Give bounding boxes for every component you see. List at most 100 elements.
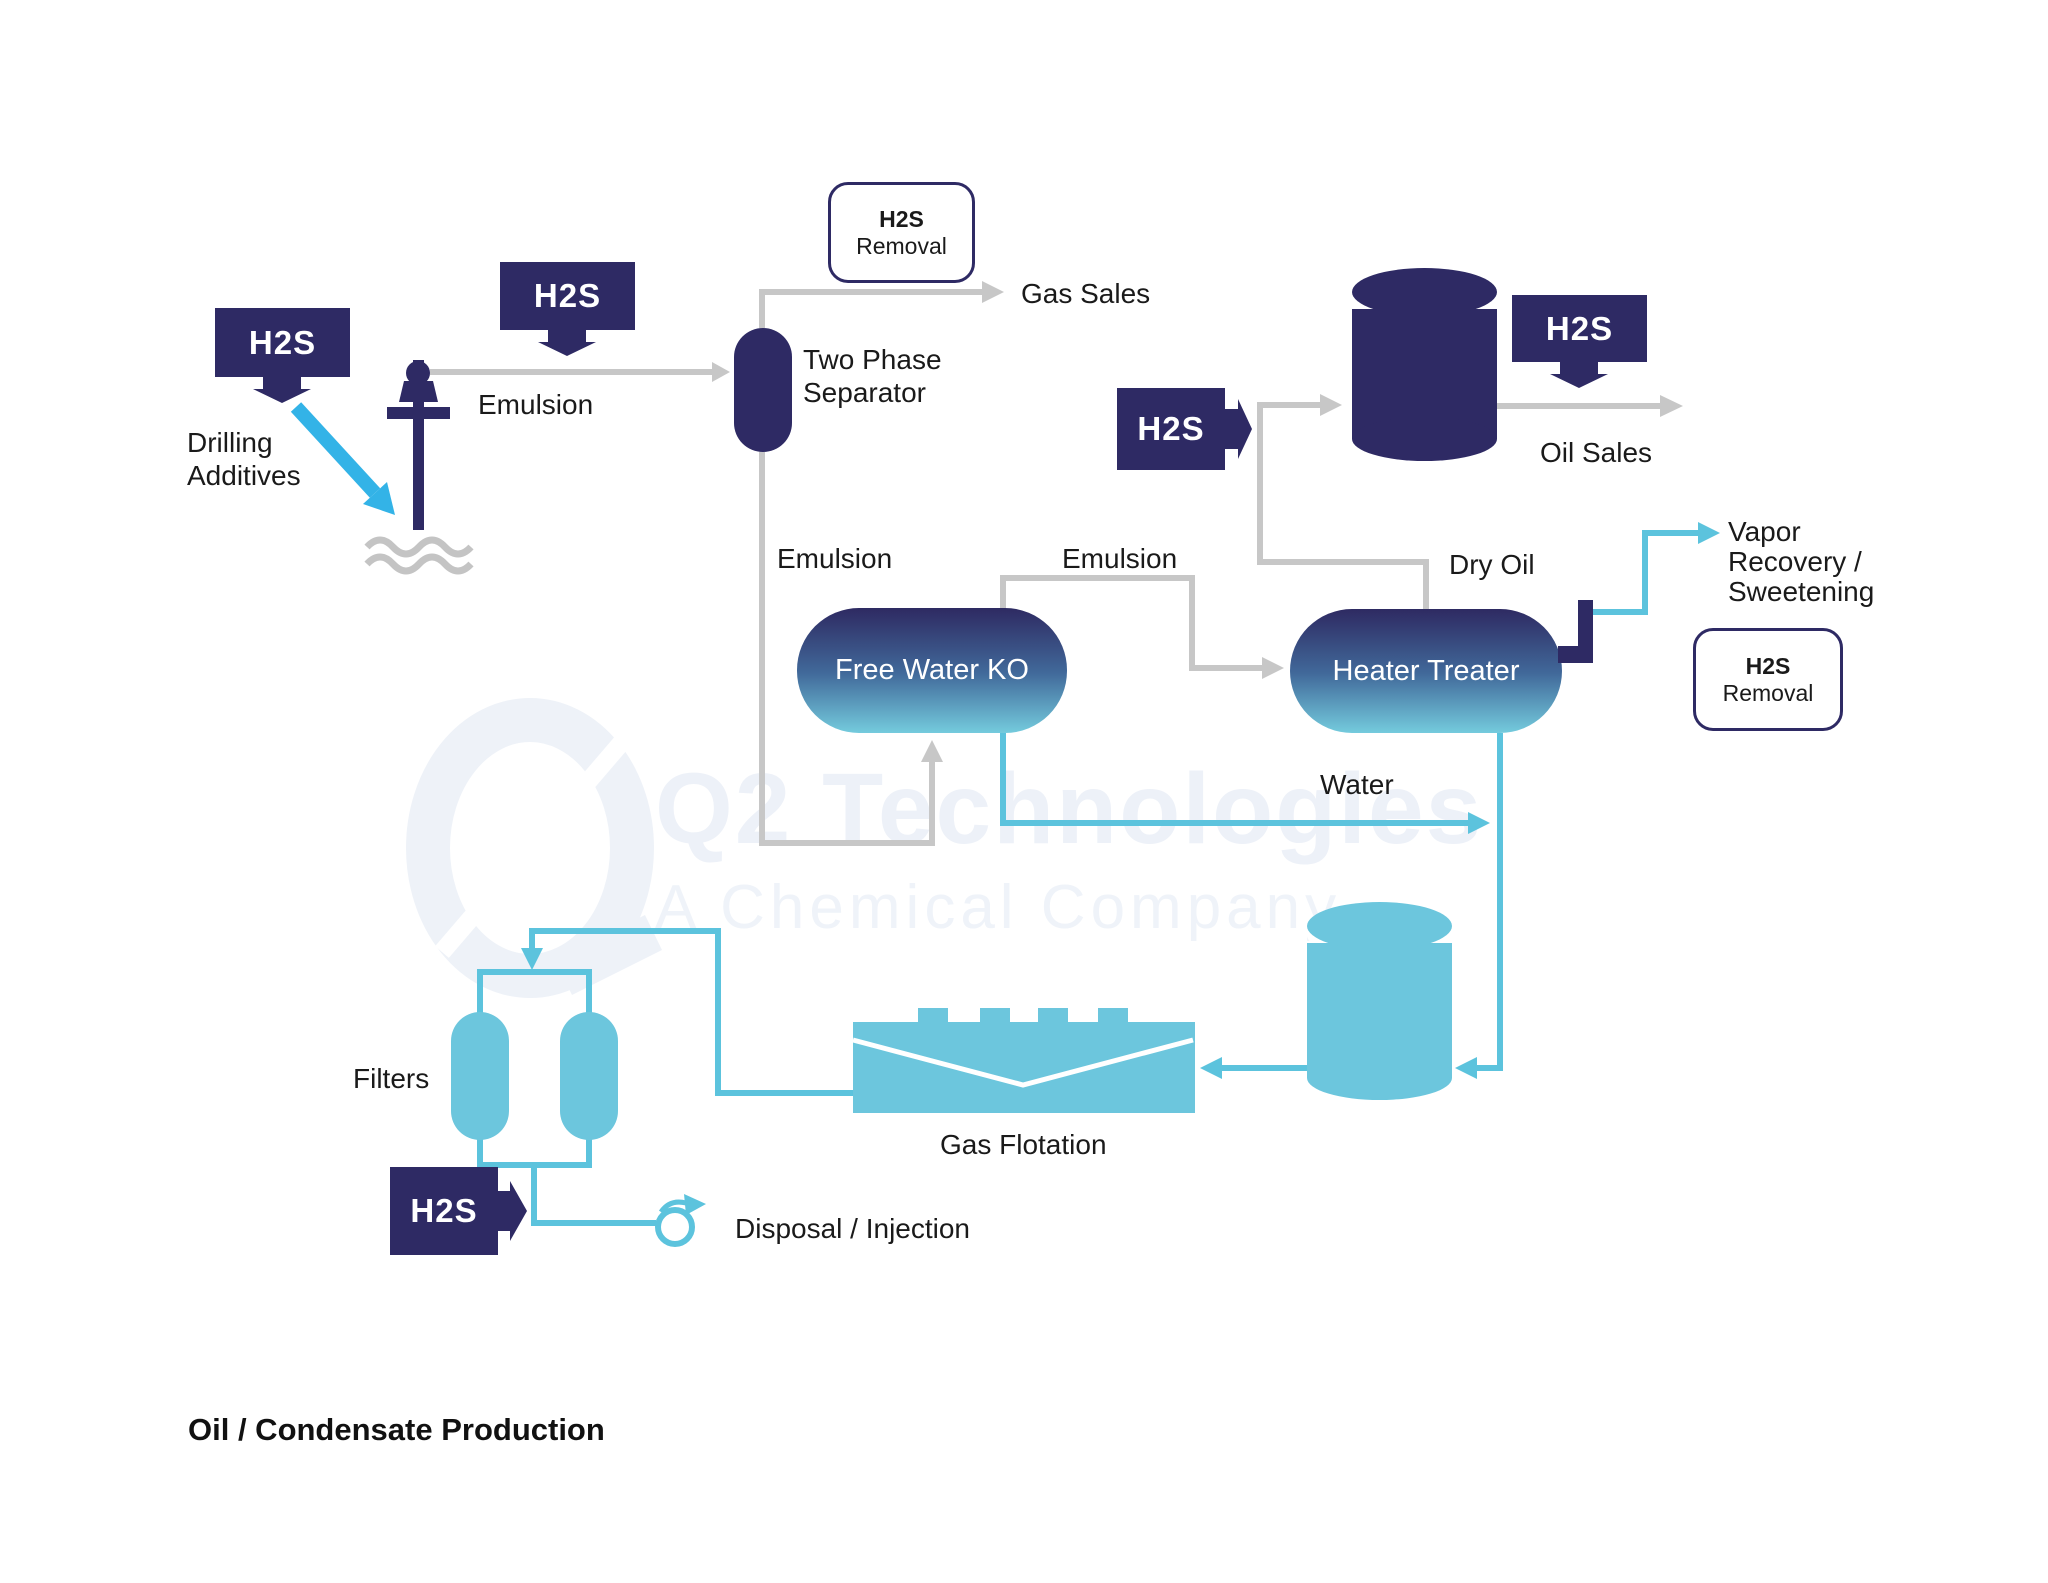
flotation-nub: [1038, 1008, 1068, 1022]
water-tank-bottom: [1307, 1056, 1452, 1100]
drilling-arrowhead-icon: [363, 482, 395, 515]
watermark-tagline: A Chemical Company: [655, 873, 1342, 942]
h2s-badge-well: H2S: [215, 308, 350, 377]
label-disposal-injection: Disposal / Injection: [735, 1213, 971, 1244]
arrowhead-into-flotation-icon: [1200, 1057, 1222, 1079]
free-water-ko-label: Free Water KO: [835, 654, 1029, 686]
wave-bottom: [364, 553, 474, 575]
vapor-label-line2: Recovery /: [1728, 546, 1862, 577]
filter-capsule-right: [560, 1012, 618, 1140]
line-filters-to-disposal: [531, 1165, 656, 1226]
flotation-nub: [980, 1008, 1010, 1022]
vapor-label-line1: Vapor: [1728, 516, 1801, 547]
wave-top: [364, 536, 474, 558]
h2s-badge-filters: H2S: [390, 1167, 498, 1255]
separator-label-line2: Separator: [803, 377, 926, 408]
line-flotation-to-filters: [529, 928, 853, 1096]
water-tank-body: [1307, 943, 1452, 1078]
drilling-label-line1: Drilling: [187, 427, 273, 458]
drilling-additives-arrow-icon: [290, 402, 395, 515]
separator-label-line1: Two Phase: [803, 344, 942, 375]
arrowhead-into-filters-icon: [521, 948, 543, 970]
arrowhead-water-icon: [1468, 812, 1490, 834]
pump-arrowhead-icon: [684, 1194, 706, 1215]
h2s-emulsion-down-arrow-icon: [538, 330, 596, 356]
line-heater-treater-to-water-tank: [1477, 733, 1503, 1071]
label-emulsion-well: Emulsion: [478, 389, 594, 420]
h2s-badge-emulsion-line: H2S: [500, 262, 635, 330]
oil-tank-bottom: [1352, 417, 1497, 461]
oil-storage-tank: [1352, 268, 1497, 461]
line-vapor-recovery: [1593, 530, 1698, 615]
drilling-arrow-shaft: [290, 402, 381, 498]
heater-treater-label: Heater Treater: [1332, 654, 1520, 687]
h2s-badge-oil-sales-label: H2S: [1545, 309, 1614, 347]
flotation-weir: [852, 1037, 1194, 1088]
arrowhead-oil-sales-icon: [1660, 395, 1683, 417]
arrowhead-into-separator-icon: [712, 362, 730, 382]
label-emulsion-fwko: Emulsion: [1062, 543, 1178, 574]
two-phase-separator-label: Two Phase Separator: [803, 343, 942, 409]
label-gas-flotation: Gas Flotation: [940, 1129, 1107, 1160]
filter-capsule-left: [451, 1012, 509, 1140]
water-storage-tank: [1307, 902, 1452, 1100]
gas-flotation-unit: [852, 1008, 1195, 1113]
h2s-removal-box-vapor: H2S Removal: [1693, 628, 1843, 731]
arrowhead-gas-sales-icon: [982, 281, 1004, 303]
heater-treater-vessel: [1290, 609, 1562, 733]
label-emulsion-separator: Emulsion: [777, 543, 893, 574]
water-waves-icon: [364, 536, 474, 575]
arrowhead-into-tank-icon: [1320, 394, 1342, 416]
h2s-oil-sales-down-arrow-icon: [1550, 362, 1608, 388]
watermark-q2-logo-icon: [406, 698, 662, 998]
h2s-well-down-arrow-icon: [253, 377, 311, 403]
h2s-removal-vapor-line1: H2S: [1745, 652, 1791, 679]
arrowhead-into-water-tank-icon: [1455, 1057, 1477, 1079]
page-title: Oil / Condensate Production: [188, 1412, 605, 1447]
h2s-removal-vapor-line2: Removal: [1722, 679, 1814, 706]
flotation-nub: [1098, 1008, 1128, 1022]
h2s-badge-arrows: [253, 330, 1608, 1241]
watermark-logo-gap: [435, 736, 629, 958]
heater-treater-vent-pipe: [1558, 600, 1593, 663]
h2s-removal-gas-line2: Removal: [856, 232, 947, 259]
h2s-badge-filters-label: H2S: [410, 1192, 478, 1229]
label-gas-sales: Gas Sales: [1021, 278, 1151, 309]
h2s-badge-tank-inlet: H2S: [1117, 388, 1225, 470]
line-fwko-water: [1000, 733, 1468, 826]
arrowhead-vapor-recovery-icon: [1698, 522, 1720, 544]
label-vapor-recovery: Vapor Recovery / Sweetening: [1728, 517, 1874, 607]
h2s-badge-well-label: H2S: [248, 323, 317, 361]
flotation-body: [853, 1022, 1195, 1113]
pump-arrow-tail: [658, 1199, 687, 1214]
oil-tank-lid: [1352, 268, 1497, 316]
arrowhead-into-heater-treater-icon: [1262, 657, 1284, 679]
h2s-badge-oil-sales: H2S: [1512, 295, 1647, 362]
flotation-nub: [918, 1008, 948, 1022]
label-water: Water: [1320, 769, 1394, 800]
wellhead-mast: [413, 360, 424, 530]
watermark-company-name: Q2 Technologies: [655, 753, 1484, 865]
free-water-ko-vessel: [797, 608, 1067, 733]
h2s-removal-gas-line1: H2S: [879, 205, 924, 232]
label-filters: Filters: [353, 1063, 430, 1094]
h2s-badge-emulsion-label: H2S: [533, 277, 602, 314]
line-separator-to-fwko: [759, 452, 935, 846]
wellhead-icon: [387, 360, 450, 530]
drilling-label-line2: Additives: [187, 460, 301, 491]
h2s-badge-tank-inlet-label: H2S: [1137, 410, 1205, 447]
watermark-logo-ring: [406, 698, 654, 998]
label-drilling-additives: Drilling Additives: [187, 426, 301, 492]
line-dry-oil-to-tank: [1257, 402, 1429, 609]
pump-icon: [655, 1194, 706, 1247]
filters-unit: [451, 969, 618, 1168]
h2s-removal-box-gas: H2S Removal: [828, 182, 975, 283]
water-flow-lines: [529, 530, 1698, 1226]
h2s-filters-right-arrow-icon: [498, 1181, 527, 1241]
two-phase-separator-vessel: [734, 328, 792, 452]
pump-circle: [655, 1207, 695, 1247]
gray-flow-lines: [430, 289, 1660, 846]
line-separator-to-gas-sales: [759, 289, 982, 328]
